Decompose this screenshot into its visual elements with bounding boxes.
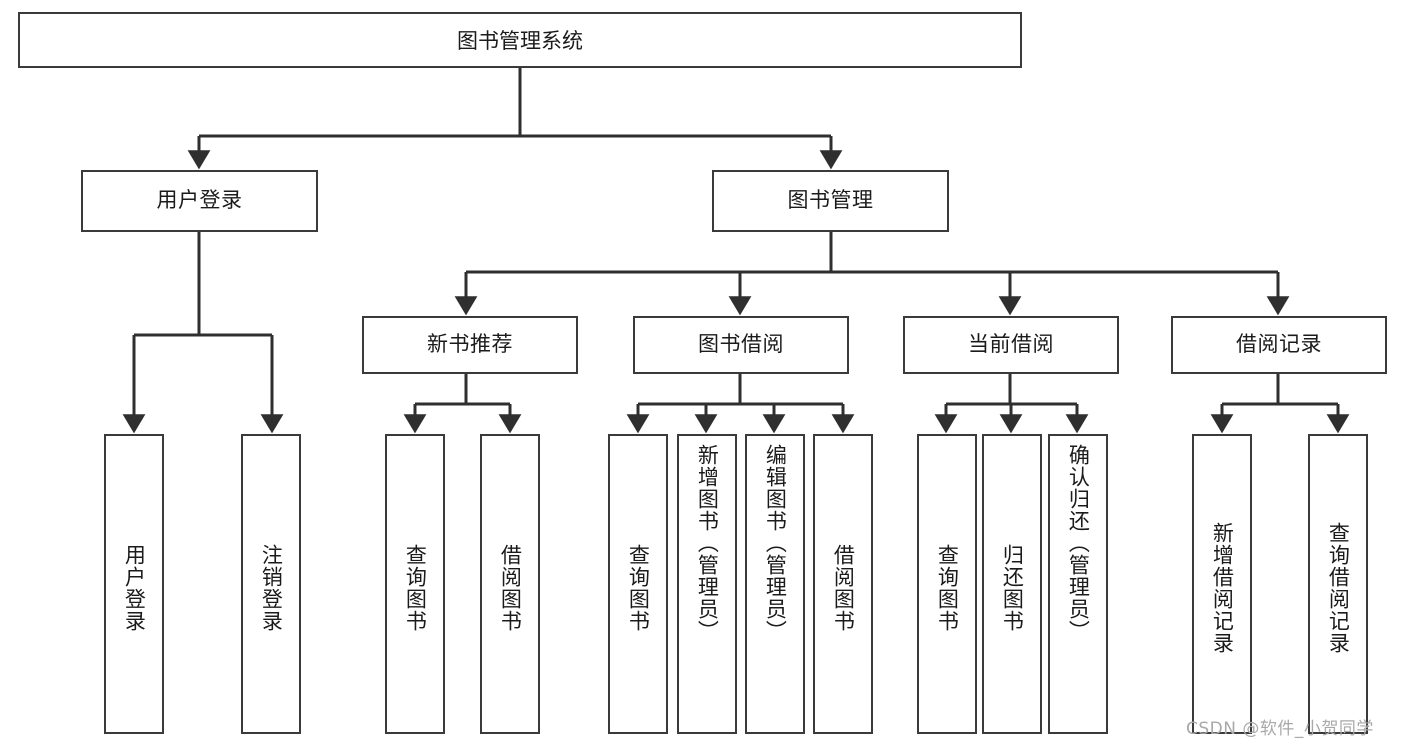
leaf-query-borrow-record[interactable]: 查询借阅记录 (1308, 434, 1368, 734)
node-current-borrow-label: 当前借阅 (968, 332, 1054, 357)
leaf-query-book-recommend[interactable]: 查询图书 (385, 434, 445, 734)
node-new-book-recommend-label: 新书推荐 (427, 332, 513, 357)
leaf-user-login-inner: 用户登录 (106, 444, 162, 732)
leaf-edit-book-admin[interactable]: 编辑图书（管理员） (745, 434, 805, 734)
leaf-return-book-label: 归还图书 (1000, 544, 1025, 632)
leaf-borrow-book-borrow-inner: 借阅图书 (815, 444, 871, 732)
leaf-query-book-borrow-inner: 查询图书 (610, 444, 666, 732)
node-root-system[interactable]: 图书管理系统 (18, 12, 1022, 68)
leaf-user-login[interactable]: 用户登录 (104, 434, 164, 734)
leaf-borrow-book-recommend-inner: 借阅图书 (482, 444, 538, 732)
leaf-add-book-admin-label: 新增图书（管理员） (695, 444, 720, 642)
leaf-query-borrow-record-label: 查询借阅记录 (1326, 522, 1351, 654)
leaf-logout-label: 注销登录 (259, 544, 284, 632)
leaf-add-borrow-record-inner: 新增借阅记录 (1194, 444, 1250, 732)
leaf-logout-inner: 注销登录 (243, 444, 299, 732)
node-borrow-record[interactable]: 借阅记录 (1171, 316, 1387, 374)
watermark-text: CSDN @软件_小贺同学 (1186, 719, 1374, 739)
leaf-borrow-book-recommend[interactable]: 借阅图书 (480, 434, 540, 734)
leaf-confirm-return-admin[interactable]: 确认归还（管理员） (1048, 434, 1108, 734)
leaf-borrow-book-borrow-label: 借阅图书 (831, 544, 856, 632)
leaf-add-book-admin-inner: 新增图书（管理员） (679, 444, 735, 732)
node-root-system-label: 图书管理系统 (457, 29, 583, 53)
leaf-confirm-return-admin-label: 确认归还（管理员） (1066, 444, 1091, 642)
leaf-return-book-inner: 归还图书 (984, 444, 1040, 732)
leaf-edit-book-admin-label: 编辑图书（管理员） (763, 444, 788, 642)
leaf-query-book-recommend-label: 查询图书 (403, 544, 428, 632)
leaf-query-borrow-record-inner: 查询借阅记录 (1310, 444, 1366, 732)
leaf-query-book-borrow[interactable]: 查询图书 (608, 434, 668, 734)
leaf-query-book-borrow-label: 查询图书 (626, 544, 651, 632)
leaf-add-borrow-record[interactable]: 新增借阅记录 (1192, 434, 1252, 734)
leaf-confirm-return-admin-inner: 确认归还（管理员） (1050, 444, 1106, 732)
node-book-borrow[interactable]: 图书借阅 (633, 316, 849, 374)
leaf-return-book[interactable]: 归还图书 (982, 434, 1042, 734)
leaf-query-book-current-inner: 查询图书 (919, 444, 975, 732)
leaf-query-book-recommend-inner: 查询图书 (387, 444, 443, 732)
node-current-borrow[interactable]: 当前借阅 (903, 316, 1119, 374)
node-book-borrow-label: 图书借阅 (698, 332, 784, 357)
node-user-login[interactable]: 用户登录 (81, 170, 318, 232)
leaf-query-book-current-label: 查询图书 (935, 544, 960, 632)
leaf-add-borrow-record-label: 新增借阅记录 (1210, 522, 1235, 654)
node-book-management-label: 图书管理 (787, 188, 874, 213)
node-book-management[interactable]: 图书管理 (712, 170, 949, 232)
leaf-borrow-book-recommend-label: 借阅图书 (498, 544, 523, 632)
leaf-query-book-current[interactable]: 查询图书 (917, 434, 977, 734)
leaf-user-login-label: 用户登录 (122, 544, 147, 632)
leaf-edit-book-admin-inner: 编辑图书（管理员） (747, 444, 803, 732)
leaf-borrow-book-borrow[interactable]: 借阅图书 (813, 434, 873, 734)
node-borrow-record-label: 借阅记录 (1236, 332, 1322, 357)
node-user-login-label: 用户登录 (156, 188, 243, 213)
leaf-logout[interactable]: 注销登录 (241, 434, 301, 734)
node-new-book-recommend[interactable]: 新书推荐 (362, 316, 578, 374)
leaf-add-book-admin[interactable]: 新增图书（管理员） (677, 434, 737, 734)
